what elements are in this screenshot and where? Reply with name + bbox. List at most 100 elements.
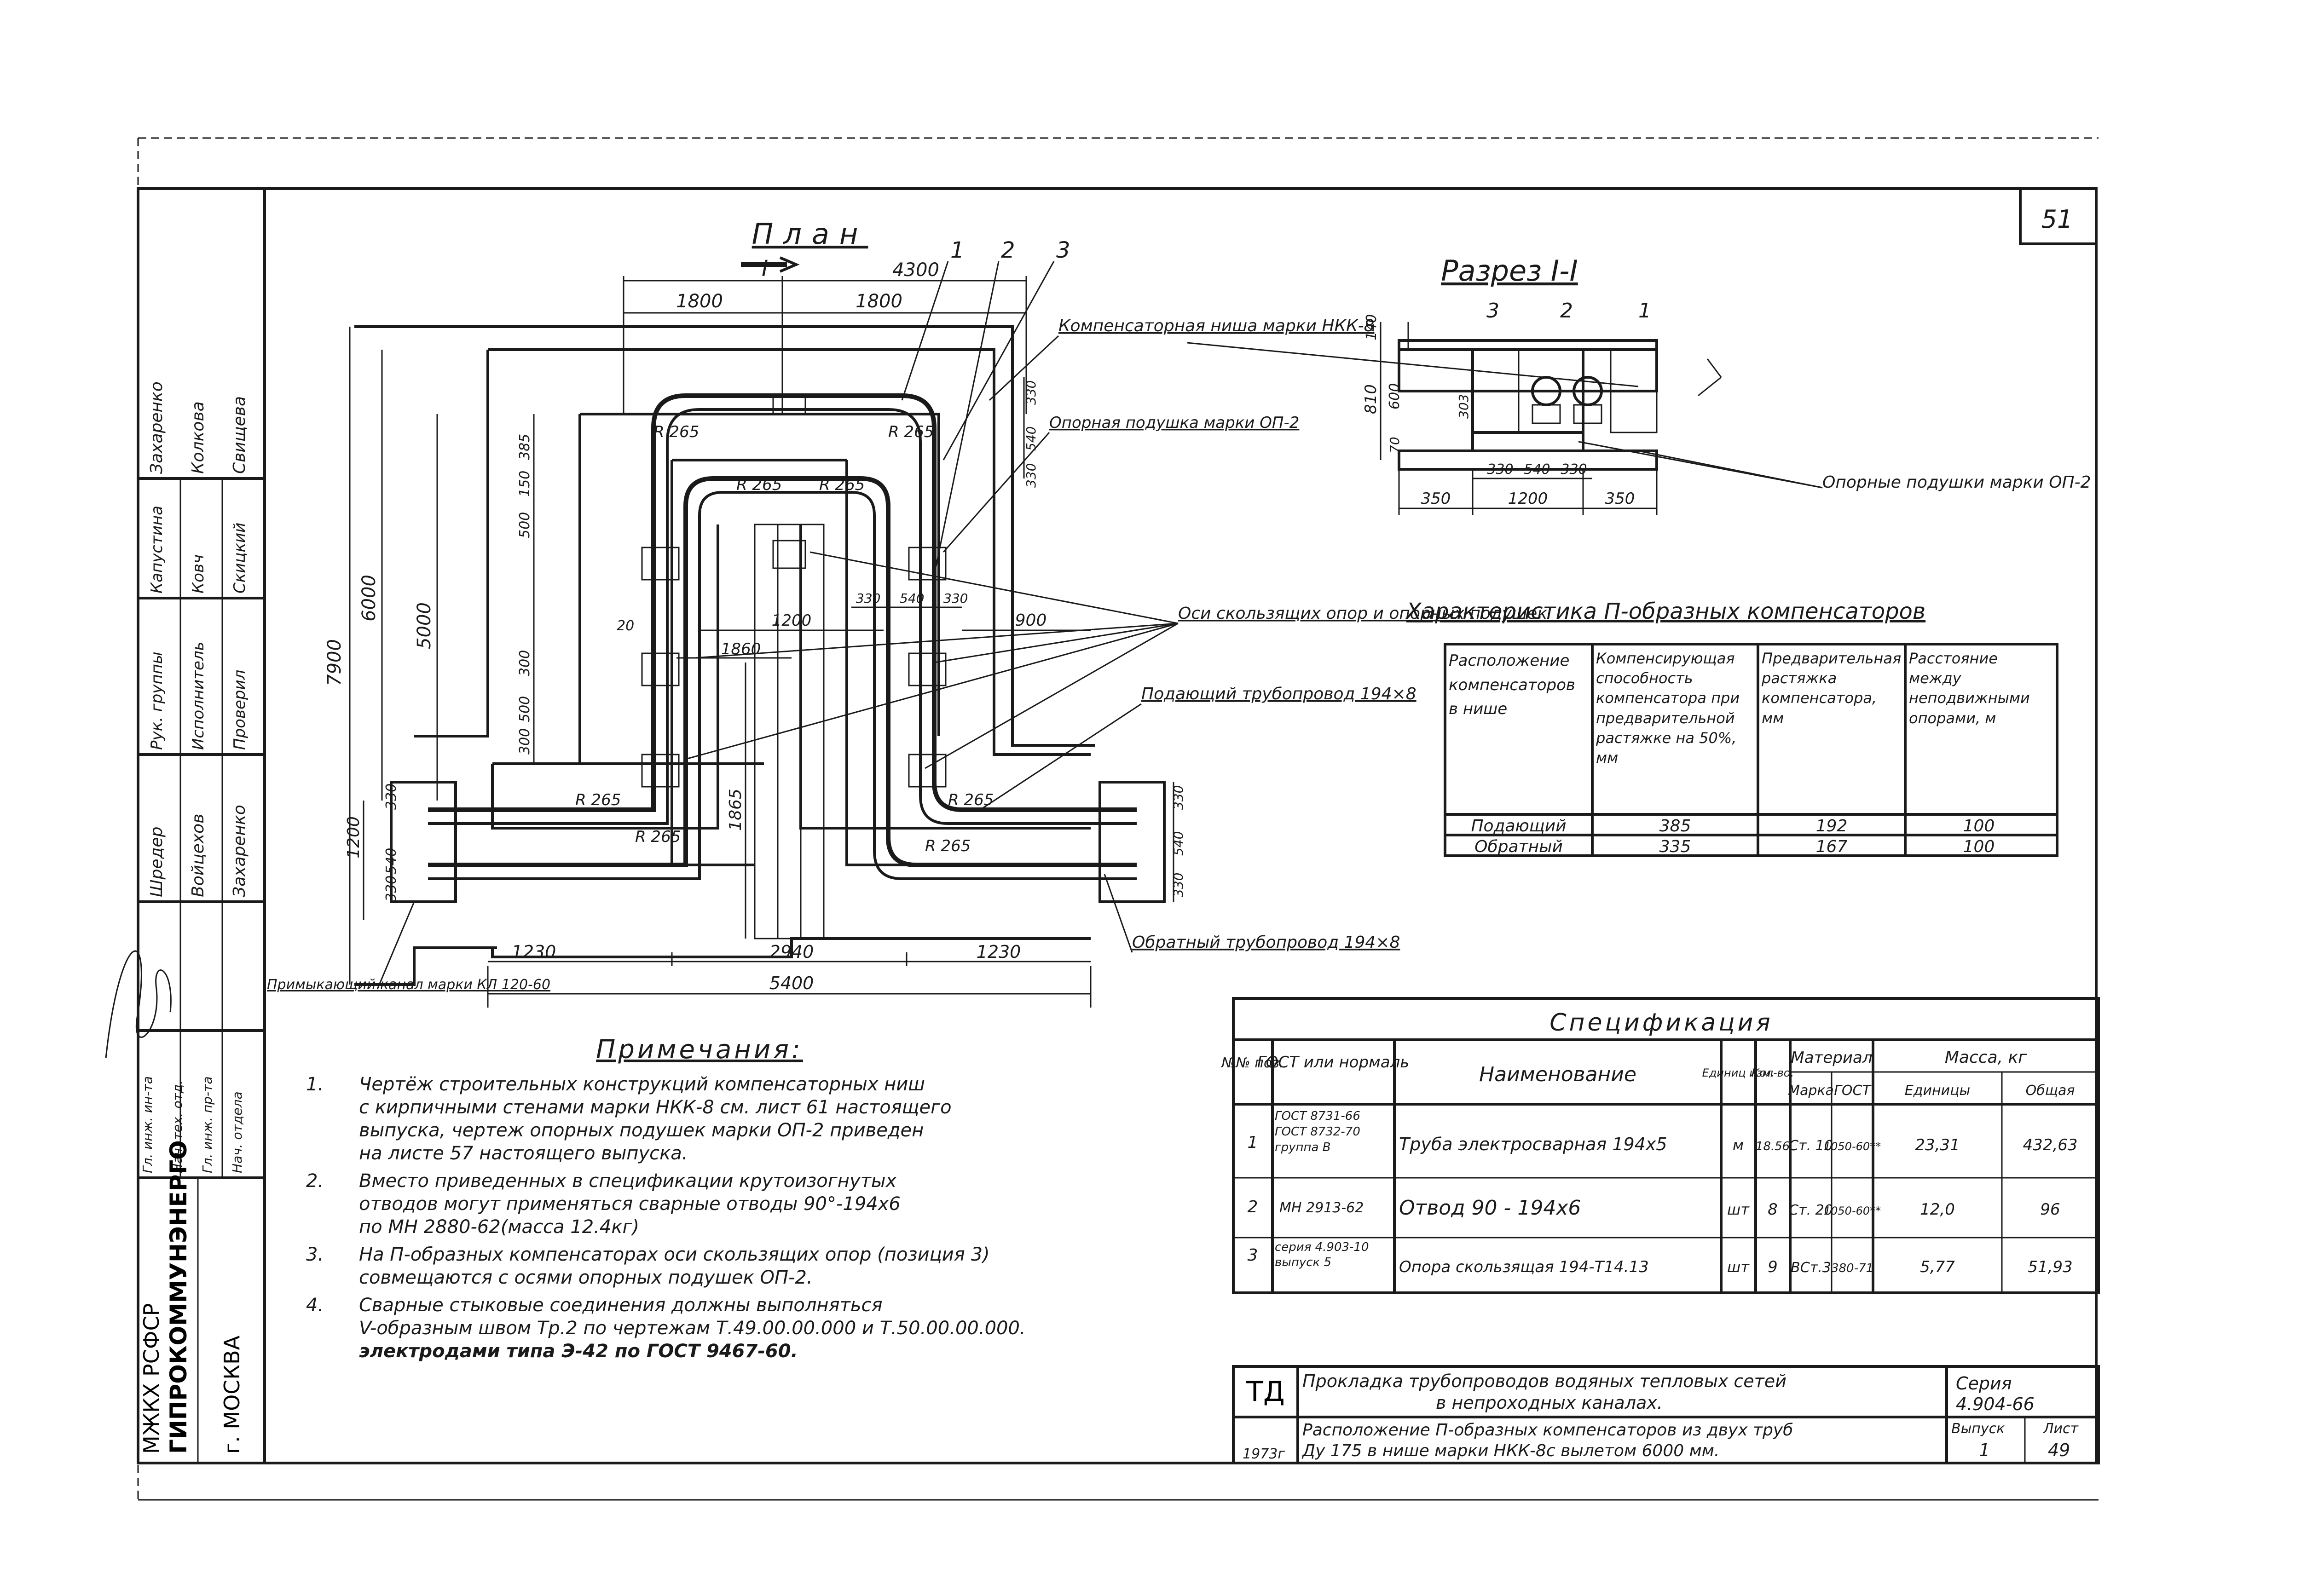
dim-left-bottom: 1200 bbox=[344, 816, 363, 858]
spec-h-gost: ГОСТ или нормаль bbox=[1257, 1053, 1410, 1072]
note-3-line-2: совмещаются с осями опорных подушек ОП-2… bbox=[359, 1267, 813, 1288]
title-sheet-label: Лист bbox=[2043, 1421, 2079, 1437]
stamp-position-2: Нач. тех. отд. bbox=[170, 1080, 185, 1173]
label-adjoining-channel: Примыкающий канал марки КЛ 120-60 bbox=[267, 977, 550, 993]
label-supply-pipe: Подающий трубопровод 194×8 bbox=[1141, 685, 1416, 703]
note-3-line-1: На П-образных компенсаторах оси скользящ… bbox=[359, 1244, 990, 1265]
label-return-pipe: Обратный трубопровод 194×8 bbox=[1132, 933, 1400, 952]
note-4-line-1: Сварные стыковые соединения должны выпол… bbox=[359, 1295, 883, 1316]
side-stamp: Шредер Войцехов Захаренко Рук. группы Ис… bbox=[105, 187, 266, 1464]
stamp-sign-2: Ковч bbox=[189, 554, 208, 593]
stamp-sign-3: Скицкий bbox=[231, 523, 249, 593]
char-row-1-pre: 167 bbox=[1816, 837, 1848, 856]
dim-left-f: 150 bbox=[517, 471, 533, 497]
char-row-0-pre: 192 bbox=[1816, 817, 1848, 835]
dim-left-c: 330 bbox=[383, 784, 399, 810]
spec-r1-gost: ГОСТ 8731-66 ГОСТ 8732-70 группа В bbox=[1275, 1109, 1360, 1154]
dim-right-b: 540 bbox=[900, 591, 924, 606]
stamp-surname-2: Колкова bbox=[189, 401, 208, 474]
char-header-1: Компенсирующая способность компенсатора … bbox=[1596, 650, 1740, 766]
section-dim-w-b: 540 bbox=[1524, 461, 1550, 478]
section-dim-w-left: 350 bbox=[1421, 490, 1451, 508]
stamp-role-3: Проверил bbox=[231, 670, 249, 750]
spec-h-matgost: ГОСТ bbox=[1834, 1083, 1872, 1099]
dim-left-a: 330 bbox=[383, 876, 399, 902]
plan-callout-1: 1 bbox=[950, 237, 965, 263]
section-callout-3: 3 bbox=[1486, 299, 1499, 323]
note-1-line-4: на листе 57 настоящего выпуска. bbox=[359, 1143, 688, 1164]
dim-bottom-mid: 2940 bbox=[769, 942, 814, 962]
stamp-surname-1: Захаренко bbox=[147, 381, 166, 474]
section-callout-1: 1 bbox=[1638, 299, 1651, 323]
stamp-position-4: Нач. отдела bbox=[230, 1091, 245, 1173]
title-mark: ТД bbox=[1246, 1376, 1285, 1408]
spec-r2-gost: МН 2913-62 bbox=[1279, 1200, 1364, 1216]
spec-r1-name: Труба электросварная 194х5 bbox=[1399, 1134, 1667, 1154]
radius-4: R 265 bbox=[819, 476, 865, 494]
stamp-city: г. МОСКВА bbox=[220, 1335, 244, 1454]
title-line-2: в непроходных каналах. bbox=[1436, 1393, 1663, 1413]
spec-r3-qty: 9 bbox=[1768, 1258, 1778, 1276]
spec-r3-pos: 3 bbox=[1248, 1246, 1258, 1265]
title-sub-1: Расположение П-образных компенсаторов из… bbox=[1302, 1421, 1793, 1440]
spec-r2-name: Отвод 90 - 194х6 bbox=[1399, 1196, 1581, 1220]
plan-view: План I 1 2 3 4300 1800 1800 bbox=[267, 217, 1639, 1008]
note-1-line-1: Чертёж строительных конструкций компенса… bbox=[359, 1074, 925, 1095]
dim-right-top-a: 330 bbox=[1023, 380, 1039, 405]
section-dim-w-right: 350 bbox=[1605, 490, 1635, 508]
section-title: Разрез I-I bbox=[1441, 254, 1578, 288]
radius-5: R 265 bbox=[575, 791, 621, 809]
radius-6: R 265 bbox=[948, 791, 994, 809]
dim-left-outer: 7900 bbox=[324, 639, 345, 686]
dim-bottom-left: 1230 bbox=[512, 942, 556, 962]
title-block: ТД 1973г Прокладка трубопроводов водяных… bbox=[1232, 1365, 2100, 1464]
note-1-num: 1. bbox=[306, 1074, 324, 1095]
char-row-0-comp: 385 bbox=[1659, 817, 1691, 835]
spec-r2-qty: 8 bbox=[1768, 1200, 1778, 1219]
spec-h-mass-unit: Единицы bbox=[1905, 1083, 1970, 1099]
spec-h-grade: Марка bbox=[1788, 1083, 1834, 1099]
spec-r3-grade: ВСт.3 bbox=[1791, 1260, 1831, 1276]
dim-right-c: 330 bbox=[943, 591, 968, 606]
section-dim-h-c: 303 bbox=[1456, 394, 1471, 419]
section-dim-h-total: 810 bbox=[1362, 384, 1380, 414]
characteristics-title: Характеристика П-образных компенсаторов bbox=[1405, 599, 1925, 624]
spec-h-pos: №№ поз. bbox=[1220, 1055, 1283, 1071]
plan-callout-3: 3 bbox=[1056, 237, 1070, 263]
note-2-line-2: отводов могут применяться сварные отводы… bbox=[359, 1193, 901, 1215]
spec-r3-unit: шт bbox=[1727, 1258, 1750, 1276]
spec-r1-grade: Ст. 10 bbox=[1789, 1138, 1833, 1154]
dim-bottom-total: 5400 bbox=[769, 973, 814, 993]
radius-1: R 265 bbox=[653, 423, 699, 441]
section-view: Разрез I-I 3 2 1 140 810 600 303 70 330 … bbox=[1362, 254, 2091, 515]
page-number-box: 51 bbox=[2019, 187, 2098, 245]
dim-right-top-c: 330 bbox=[1023, 463, 1039, 488]
dim-inner-a: 1200 bbox=[772, 611, 812, 630]
dim-left-b: 540 bbox=[383, 848, 399, 874]
dim-left-g: 300 bbox=[517, 650, 533, 676]
spec-r3-matgost: 380-71 bbox=[1831, 1262, 1873, 1275]
notes-title: Примечания: bbox=[596, 1035, 803, 1065]
spec-h-mass: Масса, кг bbox=[1945, 1048, 2027, 1067]
label-support-pad: Опорная подушка марки ОП-2 bbox=[1049, 414, 1299, 432]
dim-left-i: 300 bbox=[517, 728, 533, 755]
note-2-line-3: по МН 2880-62(масса 12.4кг) bbox=[359, 1216, 639, 1238]
spec-r2-mass-unit: 12,0 bbox=[1920, 1200, 1955, 1219]
note-1-line-2: с кирпичными стенами марки НКК-8 см. лис… bbox=[359, 1097, 952, 1118]
spec-r2-pos: 2 bbox=[1248, 1198, 1258, 1216]
signature-scribble bbox=[105, 950, 172, 1059]
spec-r1-mass-total: 432,63 bbox=[2023, 1136, 2078, 1154]
dim-right-a: 330 bbox=[856, 591, 880, 606]
plan-title: План bbox=[752, 217, 868, 251]
dim-left-inner: 5000 bbox=[414, 602, 435, 649]
spec-r2-unit: шт bbox=[1727, 1201, 1750, 1218]
char-row-1-label: Обратный bbox=[1474, 837, 1563, 856]
stamp-position-1: Гл. инж. ин-та bbox=[140, 1076, 155, 1173]
note-1-line-3: выпуска, чертеж опорных подушек марки ОП… bbox=[359, 1120, 924, 1141]
spec-h-name: Наименование bbox=[1479, 1063, 1636, 1086]
title-issue: 1 bbox=[1979, 1440, 1990, 1460]
dim-right-d: 900 bbox=[1015, 611, 1047, 630]
label-niche: Компенсаторная ниша марки НКК-8 bbox=[1058, 317, 1374, 335]
spec-r3-name: Опора скользящая 194-Т14.13 bbox=[1399, 1258, 1649, 1276]
